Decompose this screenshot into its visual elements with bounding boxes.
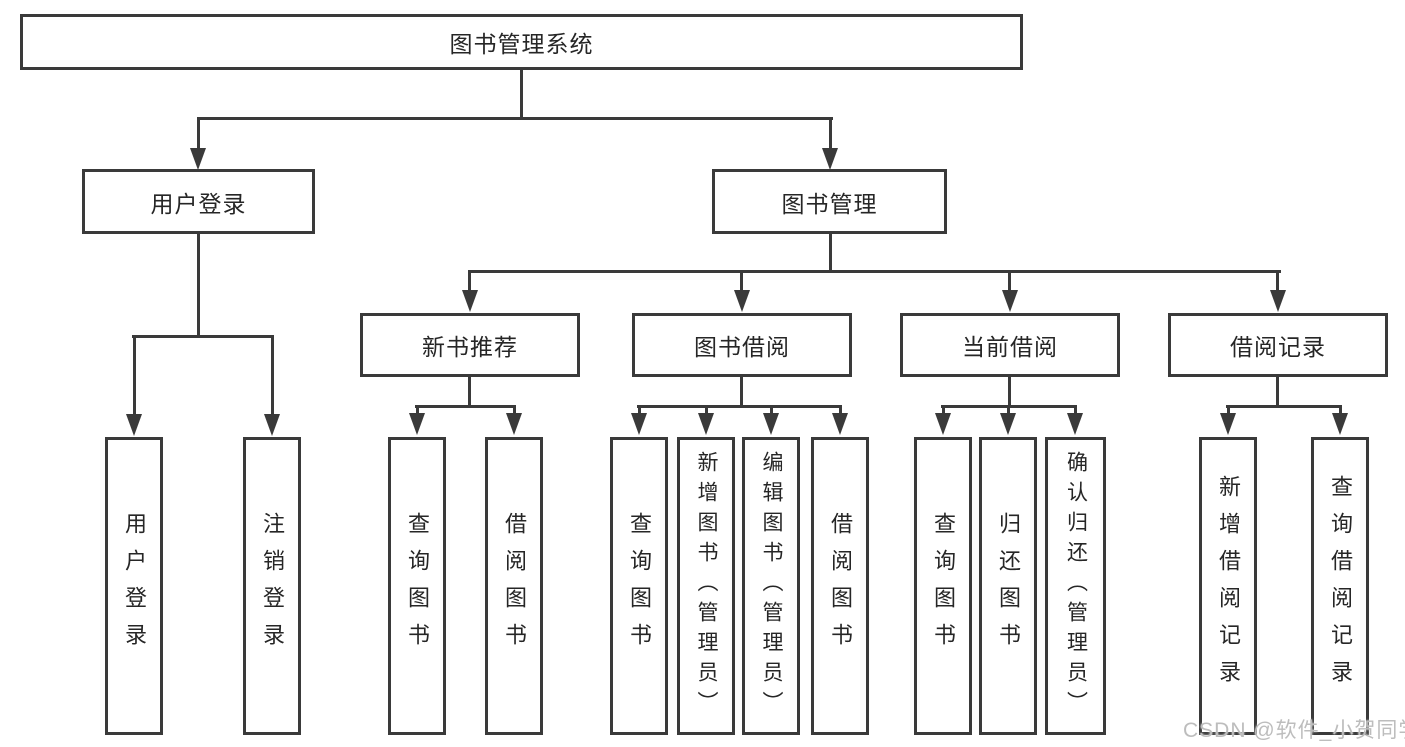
arrowhead-icon xyxy=(631,413,647,435)
leaf-add-books-admin: 新增图书（管理员） xyxy=(677,437,735,735)
leaf-return-books: 归还图书 xyxy=(979,437,1037,735)
leaf-logout: 注销登录 xyxy=(243,437,301,735)
arrowhead-icon xyxy=(832,413,848,435)
arrowhead-icon xyxy=(1220,413,1236,435)
arrowhead-icon xyxy=(409,413,425,435)
arrowhead-icon xyxy=(190,148,206,170)
arrowhead-icon xyxy=(1002,290,1018,312)
connector-drop-mid xyxy=(1008,270,1011,292)
leaf-query-books-current: 查询图书 xyxy=(914,437,972,735)
connector-records-trunk xyxy=(1276,376,1279,407)
connector-drop-leaf xyxy=(416,405,419,417)
node-library-system: 图书管理系统 xyxy=(20,14,1023,70)
connector-drop-user-login xyxy=(197,117,200,150)
arrowhead-icon xyxy=(698,413,714,435)
connector-drop-leaf xyxy=(638,405,641,417)
connector-new-book-trunk xyxy=(468,376,471,407)
connector-drop-leaf xyxy=(513,405,516,417)
connector-drop-leaf xyxy=(1339,405,1342,417)
leaf-query-books-recommend: 查询图书 xyxy=(388,437,446,735)
arrowhead-icon xyxy=(1332,413,1348,435)
leaf-add-borrow-record: 新增借阅记录 xyxy=(1199,437,1257,735)
arrowhead-icon xyxy=(763,413,779,435)
arrowhead-icon xyxy=(506,413,522,435)
connector-drop-mid xyxy=(740,270,743,292)
connector-drop-mid xyxy=(468,270,471,292)
leaf-borrow-books: 借阅图书 xyxy=(811,437,869,735)
node-new-book-recommend: 新书推荐 xyxy=(360,313,580,377)
leaf-borrow-books-recommend: 借阅图书 xyxy=(485,437,543,735)
arrowhead-icon xyxy=(935,413,951,435)
arrowhead-icon xyxy=(126,414,142,436)
node-book-management: 图书管理 xyxy=(712,169,947,234)
arrowhead-icon xyxy=(1270,290,1286,312)
node-borrowing-records: 借阅记录 xyxy=(1168,313,1388,377)
connector-drop-leaf xyxy=(1227,405,1230,417)
arrowhead-icon xyxy=(1067,413,1083,435)
connector-user-login-bar xyxy=(132,335,274,338)
connector-book-management-trunk xyxy=(829,232,832,273)
leaf-user-login: 用户登录 xyxy=(105,437,163,735)
connector-drop-leaf xyxy=(1074,405,1077,417)
arrowhead-icon xyxy=(734,290,750,312)
leaf-edit-books-admin: 编辑图书（管理员） xyxy=(742,437,800,735)
connector-records-bar xyxy=(1226,405,1342,408)
connector-drop-leaf xyxy=(133,335,136,417)
leaf-query-books-borrow: 查询图书 xyxy=(610,437,668,735)
connector-current-trunk xyxy=(1008,376,1011,407)
leaf-confirm-return-admin: 确认归还（管理员） xyxy=(1045,437,1106,735)
node-book-borrowing: 图书借阅 xyxy=(632,313,852,377)
watermark-text: CSDN @软件_小贺同学 xyxy=(1183,719,1405,742)
connector-drop-book-management xyxy=(829,117,832,150)
connector-root-bar xyxy=(197,117,833,120)
connector-drop-leaf xyxy=(770,405,773,417)
connector-borrow-trunk xyxy=(740,376,743,407)
arrowhead-icon xyxy=(264,414,280,436)
connector-borrow-bar xyxy=(637,405,842,408)
node-user-login: 用户登录 xyxy=(82,169,315,234)
connector-drop-leaf xyxy=(942,405,945,417)
connector-user-login-trunk xyxy=(197,232,200,337)
arrowhead-icon xyxy=(1000,413,1016,435)
connector-drop-leaf xyxy=(705,405,708,417)
connector-root-trunk xyxy=(520,69,523,120)
connector-book-management-bar xyxy=(468,270,1281,273)
arrowhead-icon xyxy=(822,148,838,170)
connector-drop-leaf xyxy=(271,335,274,417)
node-current-borrowing: 当前借阅 xyxy=(900,313,1120,377)
connector-drop-leaf xyxy=(1007,405,1010,417)
arrowhead-icon xyxy=(462,290,478,312)
leaf-query-borrow-record: 查询借阅记录 xyxy=(1311,437,1369,735)
connector-drop-mid xyxy=(1276,270,1279,292)
connector-drop-leaf xyxy=(839,405,842,417)
connector-new-book-bar xyxy=(415,405,516,408)
